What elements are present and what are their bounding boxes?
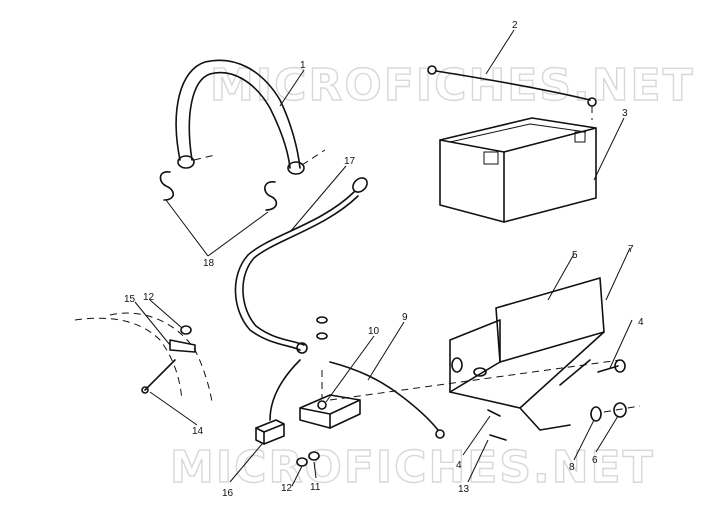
callout-17: 17 [344,156,356,167]
callout-14: 14 [192,426,204,437]
part-9-wire [329,361,445,439]
part-13-bolt [489,434,507,441]
watermark-bottom: MICROFICHES.NET [170,442,655,493]
part-6-nut [613,402,627,418]
part-2-cable [427,65,597,120]
callout-18: 18 [203,258,215,269]
callout-1: 1 [300,60,306,71]
callout-16: 16 [222,488,234,499]
leader-lines [134,29,633,487]
callout-4-right: 4 [638,317,644,328]
left-frame-bracket [74,312,213,403]
callout-6: 6 [592,455,598,466]
callout-4-bottom: 4 [456,460,462,471]
axis-line-right [603,405,641,413]
watermark-top: MICROFICHES.NET [210,60,695,111]
part-5-7-battery-box [449,277,605,431]
part-17-cable [234,177,368,354]
callout-7: 7 [628,244,634,255]
callout-13: 13 [458,484,470,495]
part-18-hooks [159,171,278,211]
part-8-washer [590,406,602,422]
callout-3: 3 [622,108,628,119]
callout-2: 2 [512,20,518,31]
part-4-bolt-bottom [487,409,501,417]
part-3-battery [439,117,597,223]
callout-12-bottom: 12 [281,483,293,494]
part-11-washer [308,451,320,461]
part-16-connector [255,359,301,445]
axis-line-mid [329,359,621,401]
callout-8: 8 [569,462,575,473]
callout-5: 5 [572,250,578,261]
callout-11: 11 [310,482,321,493]
part-1-strap [175,59,326,175]
callout-9: 9 [402,312,408,323]
callout-12-top: 12 [143,292,155,303]
part-10-module [299,316,361,429]
callout-15: 15 [124,294,136,305]
callout-10: 10 [368,326,380,337]
